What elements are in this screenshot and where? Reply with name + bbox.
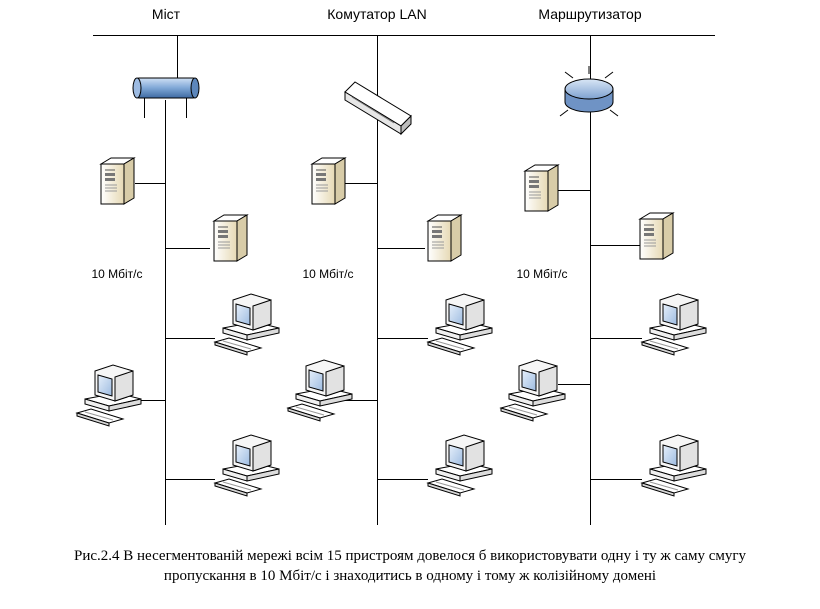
caption-line-2: пропускання в 10 Мбіт/с і знаходитись в …	[163, 568, 657, 584]
workstation-icon	[214, 434, 280, 497]
switch-label: Комутатор LAN	[327, 6, 426, 22]
workstation-icon	[427, 293, 493, 356]
server-icon	[100, 157, 135, 205]
segment-speed-label: 10 Мбіт/с	[302, 267, 353, 281]
switch-icon	[344, 81, 412, 136]
workstation-icon	[500, 359, 566, 422]
server-icon	[311, 157, 346, 205]
router-label: Маршрутизатор	[538, 6, 641, 22]
segment-router: 10 Мбіт/с	[500, 35, 707, 525]
segment-switch: 10 Мбіт/с	[287, 35, 493, 525]
server-icon	[639, 212, 674, 260]
figure-caption: Рис.2.4 В несегментованій мережі всім 15…	[20, 546, 800, 586]
workstation-icon	[214, 293, 280, 356]
server-icon	[427, 214, 462, 262]
server-icon	[524, 164, 559, 212]
bridge-icon	[132, 77, 200, 99]
server-icon	[213, 214, 248, 262]
workstation-icon	[641, 434, 707, 497]
caption-line-1: Рис.2.4 В несегментованій мережі всім 15…	[73, 548, 747, 564]
workstation-icon	[427, 434, 493, 497]
segment-bridge: 10 Мбіт/с	[76, 35, 280, 525]
workstation-icon	[641, 293, 707, 356]
segment-speed-label: 10 Мбіт/с	[91, 267, 142, 281]
workstation-icon	[76, 364, 142, 427]
router-icon	[559, 66, 619, 117]
bridge-label: Міст	[152, 6, 181, 22]
segment-speed-label: 10 Мбіт/с	[516, 267, 567, 281]
workstation-icon	[287, 359, 353, 422]
